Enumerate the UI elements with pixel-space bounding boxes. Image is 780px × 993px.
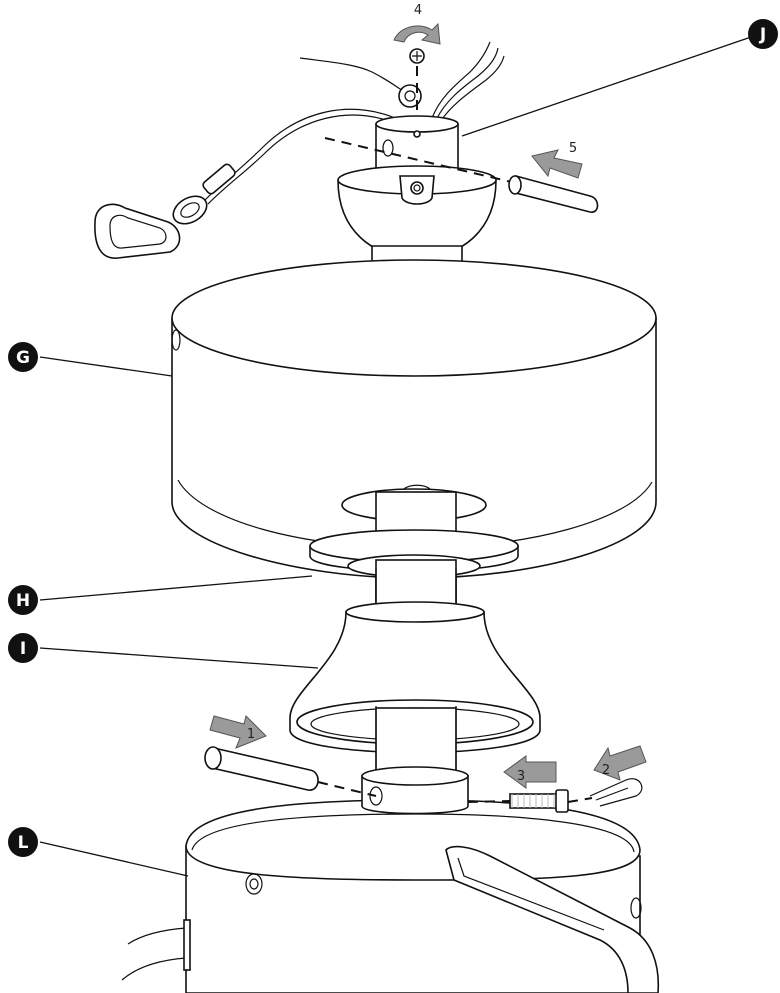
callout-l: L [8, 827, 38, 857]
callout-l-label: L [18, 833, 29, 853]
motor-pin [205, 747, 318, 790]
hairpin-clip [590, 779, 642, 806]
callout-j: J [748, 19, 778, 49]
carabiner-clip [95, 191, 212, 259]
step-2-label: 2 [602, 763, 610, 778]
leader-j [462, 36, 754, 136]
leader-h [40, 576, 312, 600]
callout-j-label: J [759, 25, 766, 45]
leader-g [40, 357, 172, 376]
step1-arrow-icon [210, 716, 266, 748]
coupler-i [290, 602, 540, 778]
step-5-label: 5 [569, 141, 577, 156]
callout-h: H [8, 585, 38, 615]
step3-arrow-icon [504, 756, 556, 788]
hanger-bracket-assembly [95, 24, 598, 267]
leader-i [40, 648, 318, 668]
callout-h-label: H [16, 591, 30, 611]
step-4-label: 4 [414, 3, 422, 18]
bolt [510, 790, 568, 812]
callout-i: I [8, 633, 38, 663]
callout-g: G [8, 342, 38, 372]
callout-i-label: I [20, 639, 26, 659]
step-3-label: 3 [517, 769, 525, 784]
step-1-label: 1 [247, 727, 255, 742]
rotate-arrow-icon [394, 24, 440, 44]
leader-l [40, 842, 188, 876]
callout-g-label: G [16, 348, 30, 368]
hanger-pin [509, 176, 598, 212]
